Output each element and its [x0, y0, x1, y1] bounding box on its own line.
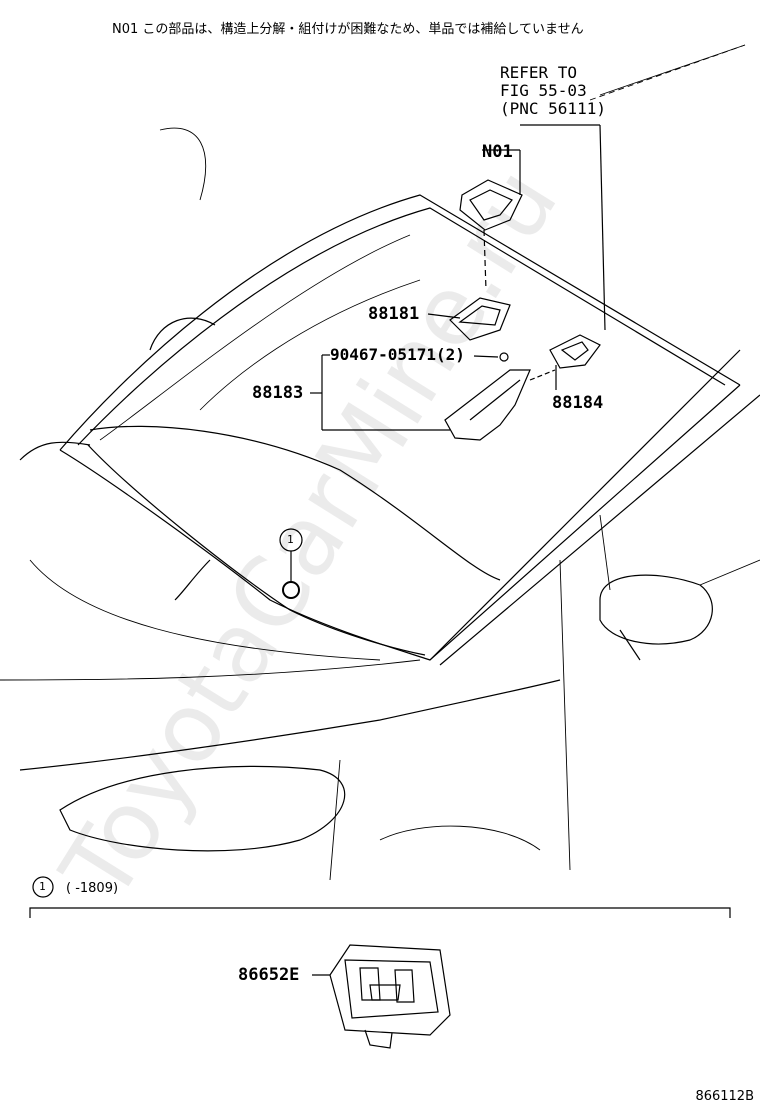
part-note: N01 この部品は、構造上分解・組付けが困難なため、単品では補給していません [112, 22, 584, 37]
part-86652e-shape [312, 944, 451, 1049]
label-86652e[interactable]: 86652E [238, 965, 300, 985]
sensor-location-icon [282, 581, 300, 599]
leader-88181 [427, 313, 461, 319]
part-88183-shape [444, 369, 531, 441]
refer-to-fig: REFER TO FIG 55-03 (PNC 56111) [500, 64, 606, 118]
leader-90467 [473, 355, 499, 358]
windshield-outline [59, 194, 741, 451]
label-88183[interactable]: 88183 [252, 383, 304, 403]
subsection-bracket [29, 907, 731, 918]
refer-line-1: REFER TO [500, 63, 578, 82]
label-88184[interactable]: 88184 [552, 393, 604, 413]
callout-range: ( -1809) [66, 881, 119, 896]
side-mirror [599, 574, 713, 645]
refer-line-3: (PNC 56111) [500, 99, 606, 118]
callout-legend-circle-icon [32, 876, 54, 898]
label-n01[interactable]: N01 [482, 142, 513, 162]
legend-callout-number: 1 [39, 880, 46, 893]
n01-bracket [459, 179, 523, 231]
diagram-code: 866112B [695, 1089, 754, 1104]
part-88181-shape [449, 297, 511, 341]
part-88184-shape [549, 334, 601, 369]
refer-line-2: FIG 55-03 [500, 81, 587, 100]
callout-number: 1 [287, 533, 294, 546]
label-90467[interactable]: 90467-05171(2) [330, 345, 465, 364]
screw-icon [499, 352, 509, 362]
label-88181[interactable]: 88181 [368, 304, 420, 324]
